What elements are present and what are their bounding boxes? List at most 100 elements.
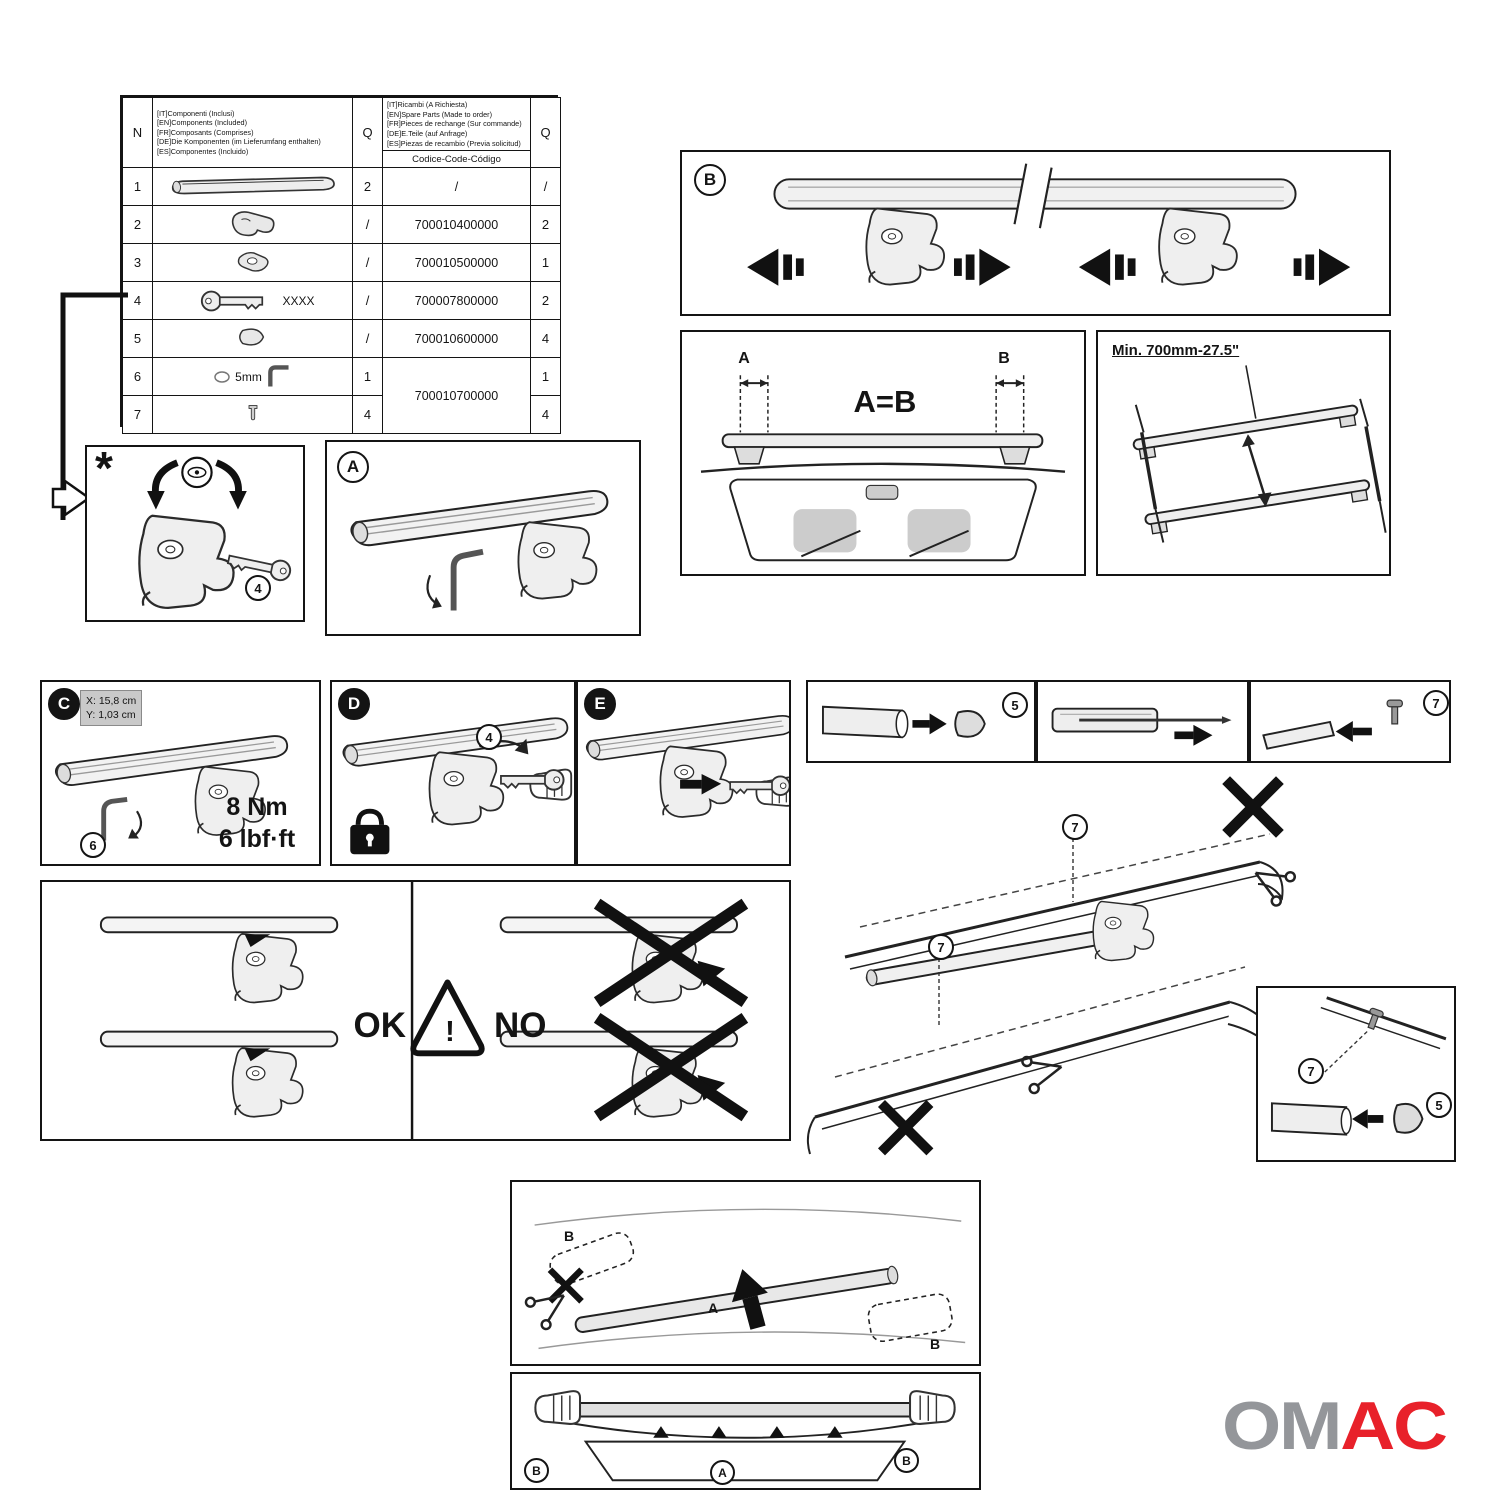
allen-key-art	[450, 548, 484, 611]
torque-lbf-text: 6 lbf·ft	[218, 825, 296, 853]
rear-window-art	[583, 1440, 907, 1482]
min-span-art	[1132, 365, 1387, 543]
step-d-badge: D	[338, 688, 370, 720]
step-b-panel: B	[680, 150, 1391, 316]
step-d-panel: D 4	[330, 680, 576, 866]
final-mount-panel: B A B	[510, 1372, 981, 1490]
part-4-badge: 4	[476, 724, 502, 750]
insert-arrow-icon	[1335, 721, 1353, 742]
cap-step-panel: 5	[806, 680, 1036, 763]
cap-step-art	[822, 705, 986, 739]
rod-step-art	[1051, 707, 1232, 746]
ok-no-panel: OK ! NO	[40, 880, 791, 1141]
key-arrow-icon	[701, 773, 722, 795]
pin-cap-detail-art	[1270, 996, 1447, 1136]
step-a-badge: A	[337, 451, 369, 483]
table-row: 3 / 700010500000 1	[122, 243, 561, 283]
table-row: 2 / 700010400000 2	[122, 205, 561, 245]
key-icon	[201, 290, 264, 312]
no-x-icon	[593, 898, 749, 1008]
padlock-icon	[350, 808, 390, 855]
insert-arrow-icon	[1193, 724, 1213, 746]
min-span-text: Min. 700mm-27.5"	[1112, 342, 1240, 359]
span-arrow-icon	[1246, 441, 1267, 500]
row-code-span: 700010700000	[382, 357, 531, 435]
step-a-art	[350, 489, 609, 611]
allen-size-label: 5mm	[235, 369, 262, 384]
hex-section-icon	[214, 370, 230, 383]
parts-table: N [IT]Componenti (Inclusi) [EN]Component…	[122, 96, 561, 435]
row-q1: 2	[352, 167, 383, 207]
step-e-badge: E	[584, 688, 616, 720]
lock-orientation-panel: * 4	[85, 442, 305, 622]
lock-orientation-art	[138, 456, 293, 610]
front-crossbar-art	[1132, 404, 1359, 451]
included-header: [IT]Componenti (Inclusi) [EN]Components …	[152, 96, 353, 169]
end-zone-b2	[867, 1293, 953, 1343]
step-e-art	[585, 714, 789, 818]
slide-right-arrow-icon	[1293, 248, 1351, 286]
star-label: *	[95, 442, 113, 494]
point-b-badge: B	[894, 1448, 919, 1473]
pin-step-art	[1262, 699, 1403, 750]
logo-ac: AC	[1340, 1388, 1448, 1464]
part-5-badge: 5	[1002, 692, 1028, 718]
step-c-badge: C	[48, 688, 80, 720]
a-equals-b-text: A=B	[853, 384, 917, 419]
pin-cap-detail-panel: 7 5	[1256, 986, 1456, 1162]
step-e-panel: E	[576, 680, 791, 866]
end-cap-icon	[238, 328, 264, 346]
point-b-badge: B	[524, 1458, 549, 1483]
part-6-badge: 6	[80, 832, 106, 858]
zone-b1-label: B	[564, 1228, 575, 1244]
table-row: 1 2 / /	[122, 167, 561, 207]
part-5-badge: 5	[1426, 1092, 1452, 1118]
seat-art	[907, 509, 971, 553]
install-direction-panel: B A B	[510, 1180, 981, 1366]
measure-box: X: 15,8 cm Y: 1,03 cm	[80, 690, 143, 727]
col-header-n: N	[122, 96, 153, 169]
slide-right-arrow-icon	[954, 248, 1011, 286]
part-7-badge: 7	[1423, 690, 1449, 716]
key-label: XXXX	[282, 293, 315, 308]
hand-art	[909, 1390, 956, 1425]
ok-example-art	[99, 916, 339, 1004]
measure-y: Y: 1,03 cm	[86, 709, 136, 722]
spare-header-cell: [IT]Ricambi (A Richiesta) [EN]Spare Part…	[382, 96, 531, 169]
code-header: Codice-Code-Código	[383, 150, 530, 166]
equal-spacing-panel: A B A=B	[680, 330, 1086, 576]
lock-cover-icon	[237, 252, 269, 272]
no-cut-x-icon	[552, 1272, 579, 1299]
no-cut-x-icon	[1230, 784, 1276, 830]
install-direction-art	[523, 1208, 966, 1350]
no-cut-x-icon	[885, 1107, 926, 1148]
measure-x: X: 15,8 cm	[86, 695, 137, 707]
zone-b2-label: B	[930, 1336, 941, 1352]
rotate-right-arrow-icon	[215, 459, 242, 497]
end-cap-art	[954, 710, 986, 738]
step-c-panel: C X: 15,8 cm Y: 1,03 cm 6 8 Nm 6 lbf·ft	[40, 680, 321, 866]
rod-step-panel	[1036, 680, 1249, 763]
parts-table-panel: N [IT]Componenti (Inclusi) [EN]Component…	[120, 95, 561, 435]
no-text: NO	[494, 1006, 547, 1045]
part-7-badge: 7	[1298, 1058, 1324, 1084]
hand-art	[534, 1390, 582, 1425]
torque-nm-text: 8 Nm	[226, 793, 288, 821]
table-row: 4 XXXX / 700007800000 2	[122, 281, 561, 321]
slide-left-arrow-icon	[1078, 248, 1136, 286]
dim-b-label: B	[998, 350, 1010, 367]
pin-art	[1386, 699, 1403, 725]
warning-exclamation: !	[445, 1016, 455, 1048]
ok-no-art	[99, 882, 749, 1139]
pin-step-panel: 7	[1249, 680, 1451, 763]
col-header-q-left: Q	[352, 96, 383, 169]
crossbar-art	[534, 1402, 956, 1418]
no-x-icon	[593, 1012, 749, 1122]
strip-art	[554, 1419, 936, 1439]
col-header-q-right: Q	[530, 96, 561, 169]
crossbar-art	[721, 433, 1044, 449]
row-q2: /	[530, 167, 561, 207]
table-row: 6 5mm 1 700010700000 1	[122, 357, 561, 435]
omac-logo: OMAC	[1222, 1392, 1448, 1460]
part-7-badge: 7	[928, 934, 954, 960]
